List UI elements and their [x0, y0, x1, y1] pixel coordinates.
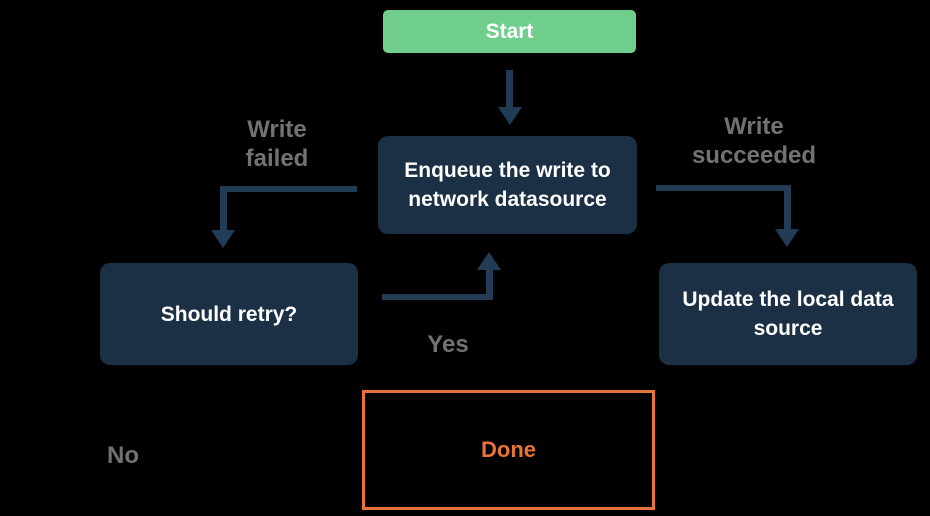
arrow-down-icon	[775, 229, 799, 247]
node-update-line1: Update the local data	[682, 288, 894, 311]
edge-label-write-failed-line2: failed	[245, 145, 309, 172]
flowchart-node-should-retry: Should retry?	[100, 263, 358, 365]
arrow-up-icon	[477, 252, 501, 270]
arrow-enqueue-to-update-hline	[656, 185, 790, 191]
node-enqueue-line1: Enqueue the write to	[404, 159, 611, 182]
flowchart-node-enqueue: Enqueue the write to network datasource	[378, 136, 637, 234]
arrow-enqueue-to-retry-vline	[220, 186, 227, 230]
flowchart-node-done: Done	[362, 390, 655, 510]
edge-label-yes: Yes	[427, 331, 469, 358]
flowchart-node-start: Start	[383, 10, 636, 53]
edge-label-write-succeeded: Write succeeded	[674, 112, 834, 170]
flowchart-node-update-local: Update the local data source	[659, 263, 917, 365]
node-enqueue-line2: network datasource	[408, 188, 607, 211]
arrow-down-icon	[211, 230, 235, 248]
arrow-down-icon	[498, 107, 522, 125]
arrow-enqueue-to-retry-hline	[223, 186, 357, 192]
arrow-retry-to-enqueue-vline	[486, 270, 493, 300]
edge-label-write-failed: Write failed	[207, 115, 347, 173]
arrow-start-to-enqueue-line	[506, 70, 513, 107]
arrow-retry-to-enqueue-hline	[382, 294, 493, 300]
arrow-enqueue-to-update-vline	[784, 185, 791, 229]
edge-label-write-succeeded-line1: Write	[724, 113, 784, 140]
edge-label-write-failed-line1: Write	[247, 116, 307, 143]
node-update-line2: source	[753, 317, 823, 340]
edge-label-no: No	[107, 442, 139, 469]
edge-label-write-succeeded-line2: succeeded	[691, 142, 817, 169]
